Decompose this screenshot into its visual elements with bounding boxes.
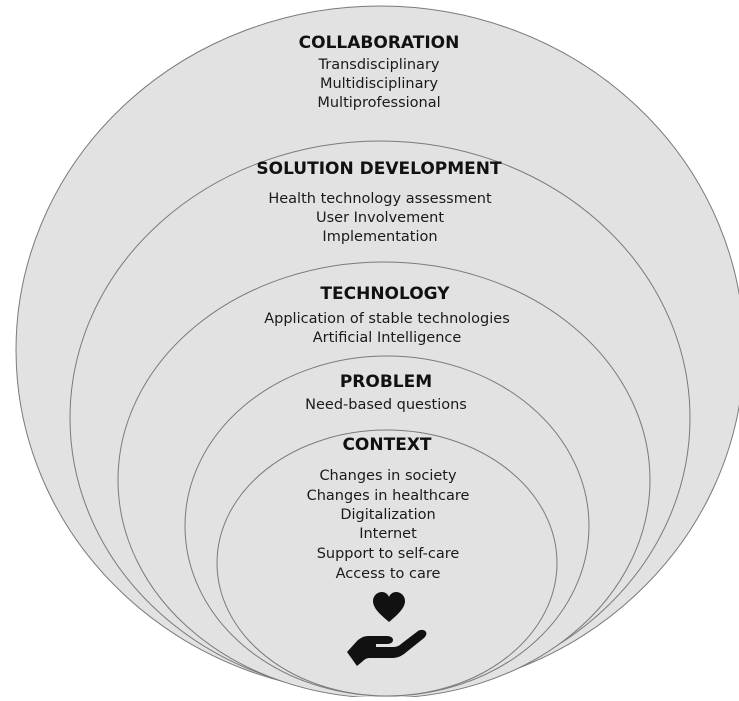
layer-item: Internet xyxy=(359,526,417,542)
layer-title: PROBLEM xyxy=(340,372,432,392)
layer-item: User Involvement xyxy=(316,210,444,226)
layer-problem: PROBLEM Need-based questions xyxy=(305,372,467,413)
layer-item: Health technology assessment xyxy=(268,191,492,207)
heart-icon xyxy=(373,592,405,622)
rings-group xyxy=(15,5,739,699)
layer-item: Access to care xyxy=(336,566,441,582)
layer-solution-development: SOLUTION DEVELOPMENT Health technology a… xyxy=(256,159,502,245)
layer-title: SOLUTION DEVELOPMENT xyxy=(256,159,502,179)
layer-item: Artificial Intelligence xyxy=(313,330,462,346)
ring-context xyxy=(216,429,558,697)
layer-technology: TECHNOLOGY Application of stable technol… xyxy=(264,284,510,346)
layer-item: Multiprofessional xyxy=(317,95,440,111)
layer-item: Multidisciplinary xyxy=(320,76,439,92)
layer-collaboration: COLLABORATION Transdisciplinary Multidis… xyxy=(299,33,460,111)
layer-item: Need-based questions xyxy=(305,397,467,413)
layer-item: Support to self-care xyxy=(317,546,460,562)
layer-item: Application of stable technologies xyxy=(264,311,510,327)
layer-item: Digitalization xyxy=(340,507,435,523)
layer-context: CONTEXT Changes in society Changes in he… xyxy=(307,435,470,582)
heart-in-hand-icon xyxy=(347,592,427,666)
layer-title: TECHNOLOGY xyxy=(320,284,450,304)
layer-item: Transdisciplinary xyxy=(318,57,440,73)
layer-item: Changes in healthcare xyxy=(307,488,470,504)
hand-icon xyxy=(347,629,427,666)
layer-item: Implementation xyxy=(322,229,437,245)
layer-title: COLLABORATION xyxy=(299,33,460,53)
layer-title: CONTEXT xyxy=(342,435,431,455)
layer-item: Changes in society xyxy=(319,468,457,484)
